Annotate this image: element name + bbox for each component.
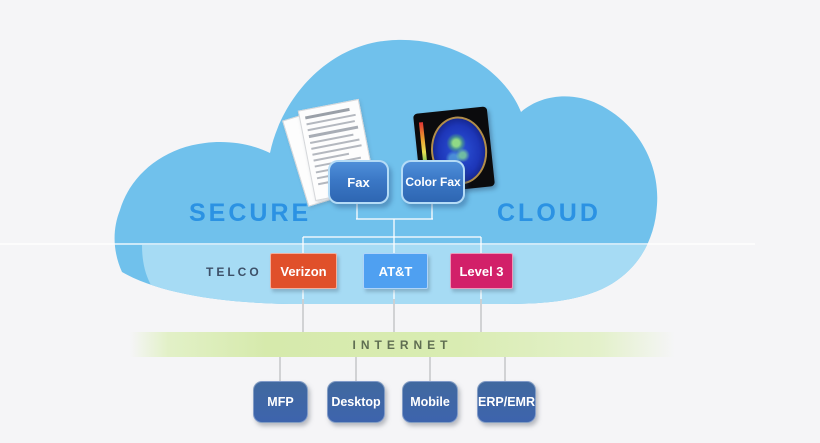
- internet-label: INTERNET: [352, 337, 453, 352]
- level3-label: Level 3: [459, 263, 504, 279]
- erp-emr-label: ERP/EMR: [478, 395, 535, 409]
- endpoint-node-desktop: Desktop: [327, 381, 385, 423]
- fax-node-label: Fax: [347, 174, 370, 190]
- mobile-label: Mobile: [410, 395, 450, 409]
- telco-label: TELCO: [206, 265, 262, 279]
- telco-node-att: AT&T: [363, 253, 428, 289]
- cloud-connector-lines: [302, 201, 482, 299]
- fax-node: Fax: [328, 160, 389, 204]
- endpoint-node-mfp: MFP: [253, 381, 308, 423]
- external-connector-lines: [279, 299, 506, 381]
- att-label: AT&T: [378, 263, 413, 279]
- color-fax-node-label: Color Fax: [405, 175, 461, 189]
- cloud-label: CLOUD: [497, 199, 601, 227]
- endpoint-node-mobile: Mobile: [402, 381, 458, 423]
- secure-label: SECURE: [189, 199, 312, 227]
- endpoint-node-erp-emr: ERP/EMR: [477, 381, 536, 423]
- mfp-label: MFP: [267, 395, 294, 409]
- telco-node-verizon: Verizon: [270, 253, 337, 289]
- desktop-label: Desktop: [331, 395, 381, 409]
- color-fax-node: Color Fax: [401, 160, 465, 204]
- telco-node-level3: Level 3: [450, 253, 513, 289]
- internet-bar: INTERNET: [130, 332, 675, 357]
- verizon-label: Verizon: [280, 263, 327, 279]
